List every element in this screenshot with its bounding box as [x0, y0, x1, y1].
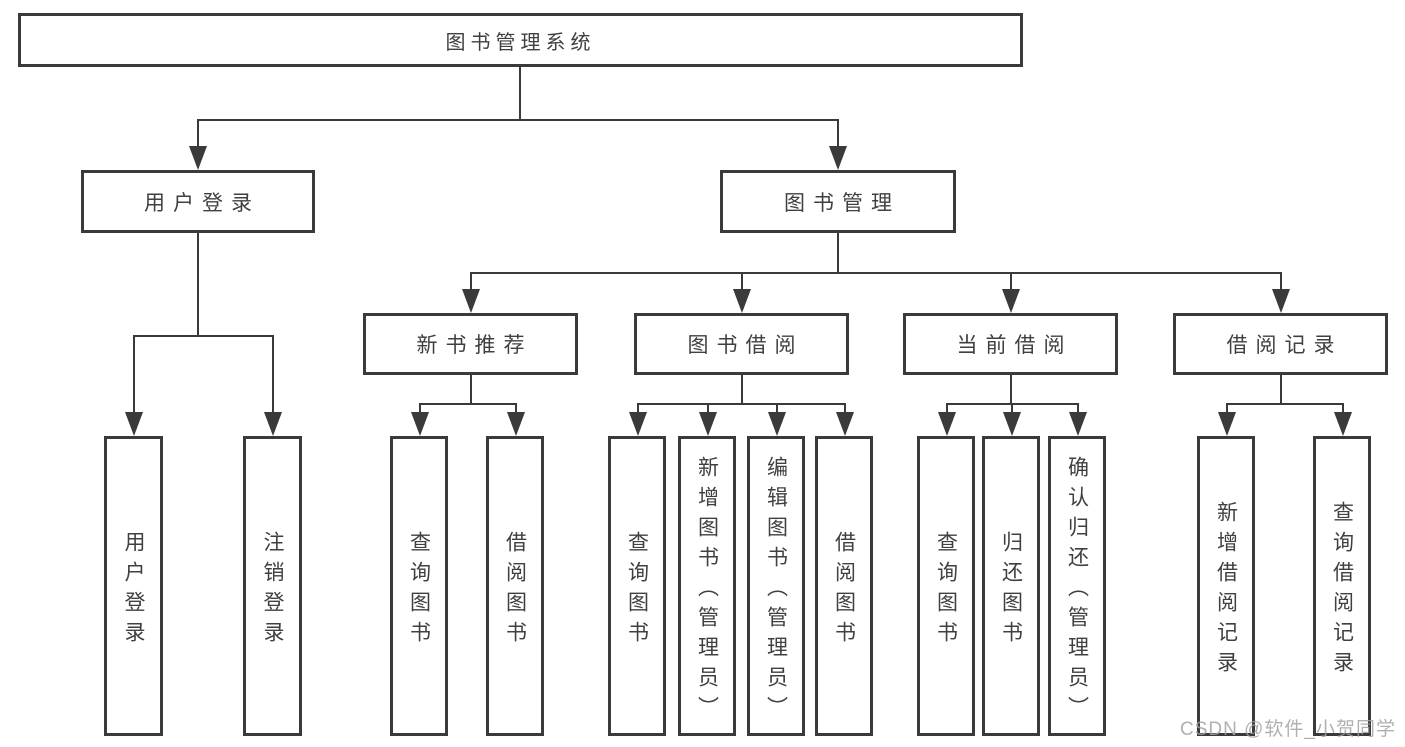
arrow-down-icon	[829, 146, 847, 170]
node-book-borrowing: 图书借阅	[634, 313, 849, 375]
leaf-edit-books-admin: 编辑图书（管理员）	[747, 436, 805, 736]
connector-branch	[419, 403, 517, 405]
connector-branch	[470, 272, 1281, 274]
connector-stem	[197, 233, 199, 337]
connector-stem	[741, 375, 743, 405]
leaf-label: 确认归还（管理员）	[1065, 455, 1089, 726]
leaf-query-books-recommend: 查询图书	[390, 436, 448, 736]
leaf-label: 查询借阅记录	[1330, 500, 1354, 681]
connector-drop	[1010, 272, 1012, 290]
leaf-query-borrow-record: 查询借阅记录	[1313, 436, 1371, 736]
arrow-down-icon	[125, 412, 143, 436]
node-borrowing-records: 借阅记录	[1173, 313, 1388, 375]
arrow-down-icon	[189, 146, 207, 170]
connector-stem	[1010, 375, 1012, 405]
arrow-down-icon	[836, 412, 854, 436]
connector-drop	[844, 403, 846, 413]
arrow-down-icon	[507, 412, 525, 436]
connector-drop	[272, 335, 274, 413]
connector-drop	[470, 272, 472, 290]
arrow-down-icon	[938, 412, 956, 436]
connector-stem	[470, 375, 472, 405]
arrow-down-icon	[768, 412, 786, 436]
connector-drop	[1077, 403, 1079, 413]
leaf-label: 编辑图书（管理员）	[764, 455, 788, 726]
node-label: 图书管理	[784, 191, 900, 215]
connector-drop	[946, 403, 948, 413]
leaf-return-books: 归还图书	[982, 436, 1040, 736]
connector-stem	[1280, 375, 1282, 405]
arrow-down-icon	[1272, 289, 1290, 313]
connector-drop	[837, 119, 839, 147]
leaf-label: 查询图书	[625, 530, 649, 651]
arrow-down-icon	[1334, 412, 1352, 436]
arrow-down-icon	[733, 289, 751, 313]
csdn-watermark: CSDN @软件_小贺同学	[1180, 719, 1396, 740]
leaf-label: 借阅图书	[503, 530, 527, 651]
connector-drop	[637, 403, 639, 413]
connector-drop	[707, 403, 709, 413]
connector-branch	[133, 335, 274, 337]
connector-stem	[837, 233, 839, 274]
leaf-label: 用户登录	[122, 530, 145, 651]
node-label: 用户登录	[144, 191, 260, 215]
node-user-login: 用户登录	[81, 170, 315, 233]
connector-drop	[1226, 403, 1228, 413]
arrow-down-icon	[1069, 412, 1087, 436]
arrow-down-icon	[264, 412, 282, 436]
arrow-down-icon	[411, 412, 429, 436]
leaf-add-books-admin: 新增图书（管理员）	[678, 436, 736, 736]
connector-drop	[515, 403, 517, 413]
arrow-down-icon	[699, 412, 717, 436]
leaf-borrow-books-borrowing: 借阅图书	[815, 436, 873, 736]
node-library-management-system: 图书管理系统	[18, 13, 1023, 67]
leaf-label: 新增图书（管理员）	[695, 455, 719, 726]
leaf-label: 借阅图书	[832, 530, 856, 651]
node-label: 图书借阅	[687, 334, 804, 357]
leaf-label: 查询图书	[407, 530, 431, 651]
leaf-user-login: 用户登录	[104, 436, 163, 736]
leaf-borrow-books-recommend: 借阅图书	[486, 436, 544, 736]
leaf-label: 新增借阅记录	[1214, 500, 1238, 681]
connector-drop	[776, 403, 778, 413]
leaf-label: 注销登录	[261, 530, 284, 651]
connector-drop	[1280, 272, 1282, 290]
arrow-down-icon	[1003, 412, 1021, 436]
node-current-borrowing: 当前借阅	[903, 313, 1118, 375]
connector-branch	[1226, 403, 1344, 405]
leaf-label: 查询图书	[934, 530, 958, 651]
connector-branch	[197, 119, 839, 121]
arrow-down-icon	[462, 289, 480, 313]
connector-branch	[637, 403, 846, 405]
node-label: 借阅记录	[1226, 334, 1343, 357]
arrow-down-icon	[1218, 412, 1236, 436]
connector-stem	[519, 67, 521, 121]
node-new-book-recommendation: 新书推荐	[363, 313, 578, 375]
leaf-add-borrow-record: 新增借阅记录	[1197, 436, 1255, 736]
node-label: 当前借阅	[956, 334, 1073, 357]
node-label: 新书推荐	[416, 334, 533, 357]
connector-drop	[419, 403, 421, 413]
connector-drop	[741, 272, 743, 290]
leaf-logout: 注销登录	[243, 436, 302, 736]
connector-drop	[197, 119, 199, 147]
arrow-down-icon	[629, 412, 647, 436]
leaf-query-books-current: 查询图书	[917, 436, 975, 736]
node-book-management: 图书管理	[720, 170, 956, 233]
arrow-down-icon	[1002, 289, 1020, 313]
node-label: 图书管理系统	[445, 31, 596, 54]
leaf-label: 归还图书	[999, 530, 1023, 651]
leaf-query-books-borrowing: 查询图书	[608, 436, 666, 736]
connector-drop	[133, 335, 135, 413]
leaf-confirm-return-admin: 确认归还（管理员）	[1048, 436, 1106, 736]
connector-drop	[1011, 403, 1013, 413]
connector-drop	[1342, 403, 1344, 413]
